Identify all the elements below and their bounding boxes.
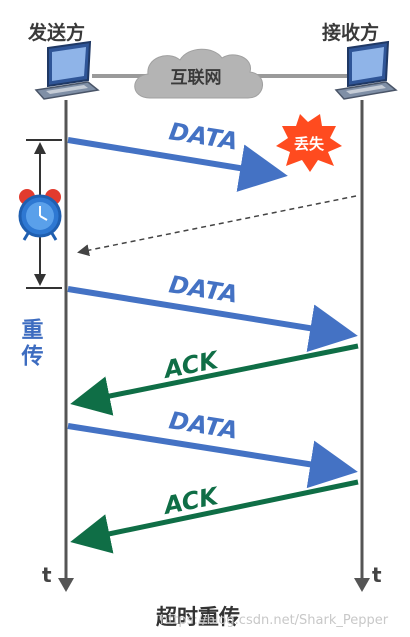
lost-burst-icon	[276, 114, 342, 172]
internet-cloud-icon	[134, 48, 263, 99]
receiver-time-label: t	[372, 563, 382, 587]
timeout-bracket-top-arrow	[34, 142, 46, 154]
receiver-timeline-arrowhead	[354, 578, 370, 592]
data-label-lost: DATA	[167, 117, 240, 155]
watermark: https://blog.csdn.net/Shark_Pepper	[160, 613, 389, 628]
sender-label: 发送方	[27, 21, 85, 44]
retransmit-label: 重传	[18, 318, 45, 370]
ack-arrow-2	[70, 479, 359, 554]
data-label-2: DATA	[167, 406, 240, 444]
data-arrow-2	[67, 423, 358, 489]
network-label: 互联网	[171, 68, 222, 88]
sender-timeline-arrowhead	[58, 578, 74, 592]
expected-ack-dashed-arrow	[77, 195, 357, 257]
data-arrow-lost	[67, 137, 288, 192]
diagram-title: 超时重传	[156, 605, 240, 629]
receiver-laptop-icon	[334, 40, 398, 100]
sender-time-label: t	[42, 563, 52, 587]
alarm-clock-icon	[18, 189, 62, 241]
ack-arrow-1	[70, 343, 359, 416]
receiver-label: 接收方	[322, 21, 379, 44]
data-arrow-retransmit	[67, 286, 358, 352]
data-label-retransmit: DATA	[167, 270, 240, 308]
lost-badge-label: 丢失	[294, 135, 325, 153]
ack-label-1: ACK	[160, 346, 223, 385]
sender-laptop-icon	[34, 40, 100, 100]
timeout-bracket-bottom-arrow	[34, 274, 46, 286]
